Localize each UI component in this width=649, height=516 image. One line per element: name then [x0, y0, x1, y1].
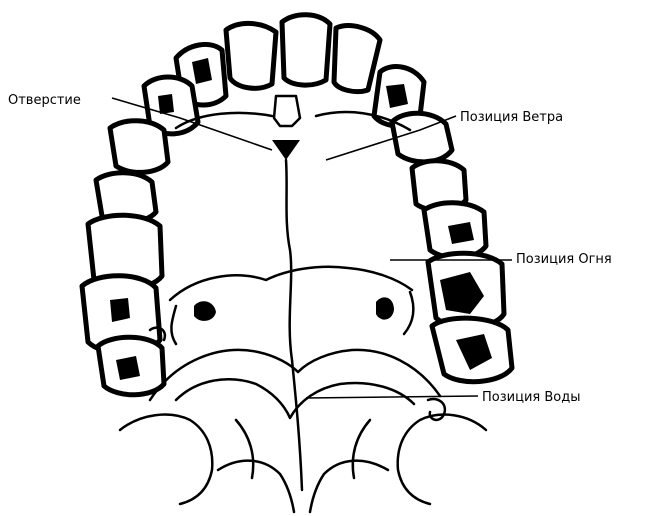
label-wind-position: Позиция Ветра [460, 110, 563, 125]
teeth-arch [82, 15, 512, 395]
label-fire-position: Позиция Огня [516, 252, 612, 267]
label-water-position: Позиция Воды [482, 390, 580, 405]
label-aperture: Отверстие [8, 93, 81, 108]
